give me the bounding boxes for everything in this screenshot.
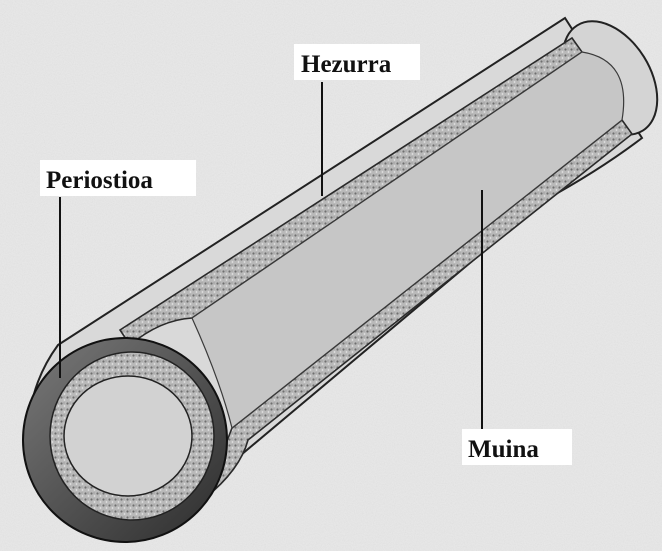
marrow-label: Muina bbox=[468, 436, 539, 463]
bone-label: Hezurra bbox=[301, 51, 392, 78]
periosteum-label: Periostioa bbox=[46, 167, 153, 194]
marrow-front-face bbox=[64, 376, 192, 496]
